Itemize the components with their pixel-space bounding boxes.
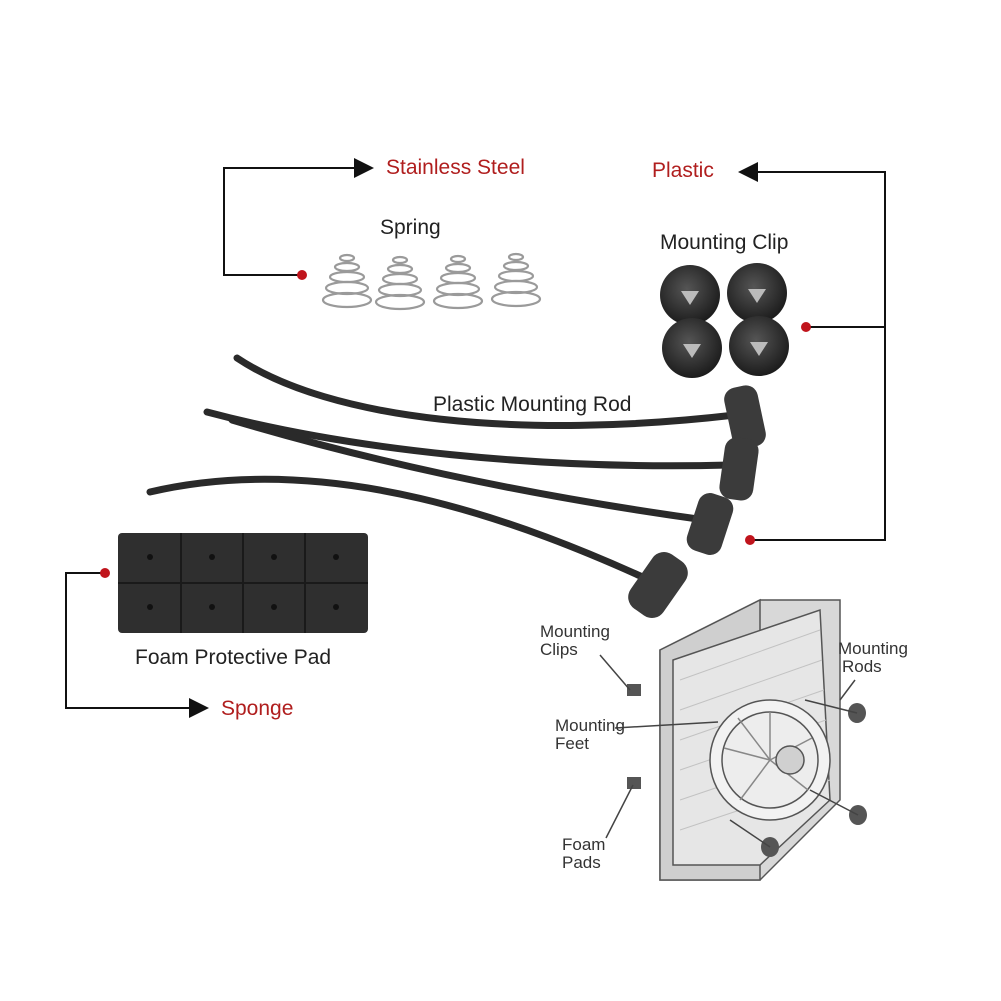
diagram-foam-pads-line2: Pads — [562, 853, 601, 872]
plastic-connector — [738, 162, 886, 545]
stainless-steel-connector — [223, 158, 374, 280]
spring-label: Spring — [380, 216, 441, 239]
diagram-mounting-clips-label: Mounting Clips — [540, 623, 610, 659]
sponge-label: Sponge — [221, 697, 294, 720]
sponge-connector — [65, 568, 209, 718]
foam-pads-image — [118, 533, 368, 633]
foam-protective-pad-label: Foam Protective Pad — [135, 646, 332, 669]
diagram-mounting-rods-label: Mounting Rods — [838, 640, 908, 676]
diagram-mounting-feet-label: Mounting Feet — [555, 717, 625, 753]
mounting-rods-image — [146, 354, 766, 619]
diagram-foam-pads-line1: Foam — [562, 835, 606, 854]
mounting-clips-image — [660, 263, 789, 378]
diagram-mounting-feet-line1: Mounting — [555, 716, 625, 735]
radiator-fan-diagram — [599, 598, 867, 881]
diagram-mounting-feet-line2: Feet — [555, 734, 590, 753]
springs-image — [321, 252, 542, 311]
plastic-mounting-rod-label: Plastic Mounting Rod — [433, 393, 632, 416]
mounting-clip-label: Mounting Clip — [660, 231, 789, 254]
diagram-mounting-rods-line2: Rods — [842, 657, 882, 676]
diagram-mounting-clips-line2: Clips — [540, 640, 578, 659]
diagram-mounting-rods-line1: Mounting — [838, 639, 908, 658]
diagram-mounting-clips-line1: Mounting — [540, 622, 610, 641]
stainless-steel-label: Stainless Steel — [386, 156, 525, 179]
diagram-foam-pads-label: Foam Pads — [562, 836, 605, 872]
plastic-label: Plastic — [652, 159, 714, 182]
